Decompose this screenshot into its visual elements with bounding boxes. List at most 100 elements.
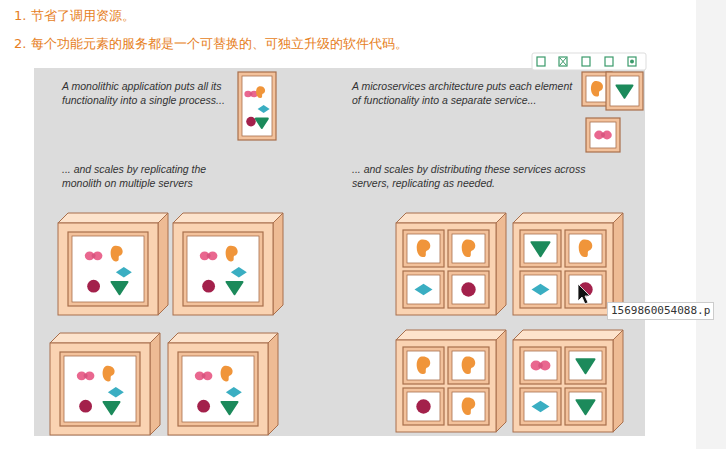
server-side bbox=[268, 333, 278, 435]
orange-blob bbox=[462, 239, 476, 257]
orange-blob bbox=[111, 246, 123, 262]
service-frame bbox=[565, 271, 606, 308]
server-cube bbox=[58, 213, 168, 315]
service-window bbox=[524, 275, 557, 304]
green-triangle bbox=[222, 402, 238, 414]
teal-diamond bbox=[532, 284, 550, 296]
service-window bbox=[407, 351, 440, 380]
service-frame bbox=[565, 347, 606, 384]
maroon-circle bbox=[246, 117, 256, 127]
green-triangle bbox=[112, 282, 128, 294]
service-frame bbox=[565, 230, 606, 267]
teal-diamond bbox=[226, 387, 242, 397]
service-frame bbox=[520, 347, 561, 384]
server-top bbox=[50, 333, 160, 343]
server-front bbox=[513, 340, 613, 432]
toolbar-icon bbox=[559, 57, 567, 66]
service-frame bbox=[238, 72, 276, 140]
service-frame bbox=[520, 388, 561, 425]
server-cube bbox=[168, 333, 278, 435]
service-window bbox=[586, 76, 608, 102]
maroon-circle bbox=[87, 280, 100, 293]
service-window bbox=[242, 76, 272, 136]
server-top bbox=[513, 330, 623, 340]
server-front bbox=[168, 343, 268, 435]
service-frame bbox=[520, 230, 561, 267]
orange-blob bbox=[226, 246, 238, 262]
figure-ground bbox=[34, 68, 645, 436]
server-cube bbox=[513, 330, 623, 432]
service-frame bbox=[448, 230, 489, 267]
toolbar-icon bbox=[628, 57, 636, 66]
maroon-circle bbox=[79, 400, 92, 413]
green-triangle bbox=[256, 119, 268, 128]
maroon-circle bbox=[461, 282, 475, 296]
server-side bbox=[158, 213, 168, 315]
green-triangle bbox=[227, 282, 243, 294]
pink-bow bbox=[77, 371, 95, 380]
toolbar-icon bbox=[605, 57, 613, 66]
caption-note: ... and scales by distributing these ser… bbox=[352, 163, 602, 190]
service-frame bbox=[403, 271, 444, 308]
pink-bow bbox=[200, 251, 218, 260]
service-frame bbox=[565, 388, 606, 425]
orange-blob bbox=[103, 366, 115, 382]
service-window bbox=[64, 356, 136, 422]
orange-blob bbox=[591, 81, 603, 97]
maroon-circle bbox=[202, 280, 215, 293]
service-frame bbox=[68, 232, 148, 306]
server-side bbox=[613, 330, 623, 432]
server-cube bbox=[396, 213, 506, 315]
pink-bow bbox=[531, 361, 551, 371]
green-triangle bbox=[577, 400, 595, 414]
teal-diamond bbox=[116, 267, 132, 277]
pink-bow bbox=[244, 91, 257, 98]
service-window bbox=[569, 351, 602, 380]
teal-diamond bbox=[415, 284, 433, 296]
service-frame bbox=[448, 388, 489, 425]
server-cube bbox=[513, 213, 623, 315]
server-top bbox=[58, 213, 168, 223]
pink-bow bbox=[85, 251, 103, 260]
server-side bbox=[150, 333, 160, 435]
pink-bow bbox=[195, 371, 213, 380]
service-window bbox=[452, 275, 485, 304]
orange-blob bbox=[417, 356, 431, 374]
teal-diamond bbox=[258, 105, 270, 113]
green-triangle bbox=[104, 402, 120, 414]
caption-note: ... and scales by replicating the monoli… bbox=[62, 163, 238, 190]
service-frame bbox=[586, 118, 620, 152]
service-frame bbox=[403, 347, 444, 384]
side-panel bbox=[696, 0, 726, 449]
green-triangle bbox=[617, 85, 633, 97]
service-window bbox=[407, 275, 440, 304]
file-tooltip: 1569860054088.p bbox=[607, 302, 714, 320]
server-top bbox=[396, 330, 506, 340]
service-frame bbox=[403, 388, 444, 425]
server-cube bbox=[396, 330, 506, 432]
service-window bbox=[590, 122, 616, 148]
orange-blob bbox=[462, 397, 476, 415]
service-window bbox=[610, 76, 639, 106]
service-window bbox=[524, 351, 557, 380]
server-cube bbox=[173, 213, 283, 315]
service-window bbox=[452, 351, 485, 380]
server-top bbox=[168, 333, 278, 343]
server-front bbox=[396, 340, 496, 432]
service-window bbox=[182, 356, 254, 422]
maroon-circle bbox=[416, 399, 430, 413]
orange-blob bbox=[221, 366, 233, 382]
microservice-examples bbox=[582, 72, 643, 152]
service-window bbox=[569, 234, 602, 263]
server-side bbox=[613, 213, 623, 315]
service-window bbox=[187, 236, 259, 302]
server-top bbox=[396, 213, 506, 223]
service-window bbox=[569, 392, 602, 421]
orange-blob bbox=[579, 239, 593, 257]
green-triangle bbox=[577, 359, 595, 373]
caption-note: A microservices architecture puts each e… bbox=[352, 80, 576, 107]
server-side bbox=[496, 213, 506, 315]
server-front bbox=[50, 343, 150, 435]
teal-diamond bbox=[108, 387, 124, 397]
